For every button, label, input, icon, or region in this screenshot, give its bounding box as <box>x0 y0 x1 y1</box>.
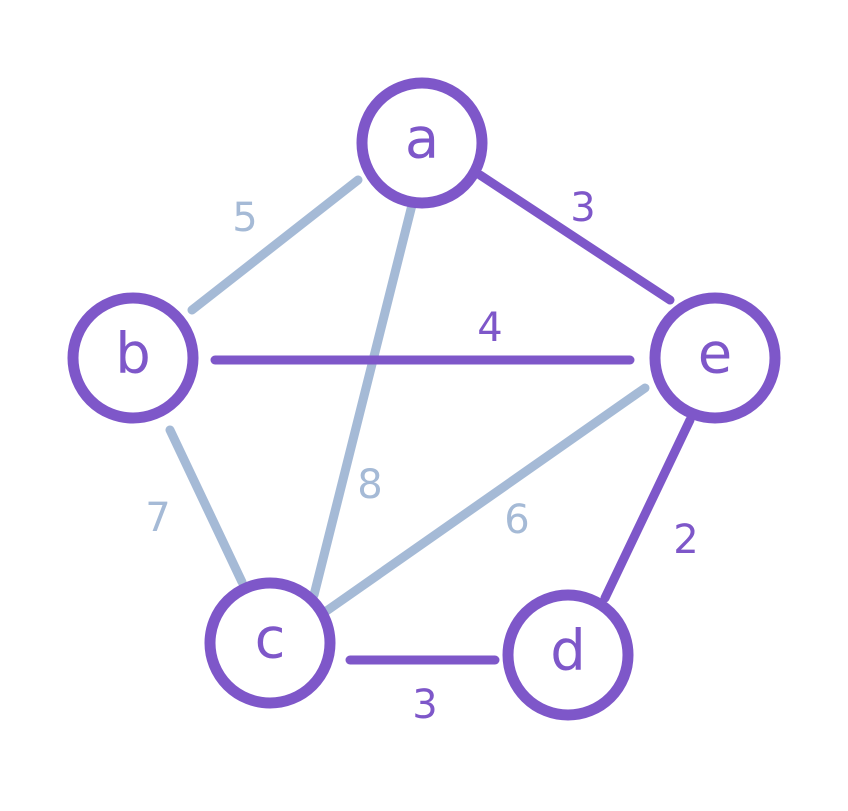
edge-b-c <box>165 425 247 587</box>
edge-a-e <box>475 170 675 305</box>
edge-a-b <box>187 175 363 315</box>
node-label-b: b <box>115 322 151 387</box>
edge-weight-e-d: 2 <box>673 517 698 563</box>
edge-weight-b-c: 7 <box>145 495 170 541</box>
node-e <box>649 292 781 424</box>
edge-weight-c-e: 6 <box>504 497 529 543</box>
node-d <box>502 589 634 721</box>
edge-e-d <box>600 415 695 603</box>
edge-weight-a-c: 8 <box>357 462 382 508</box>
edge-weight-b-e: 4 <box>477 305 502 351</box>
node-a <box>356 77 488 209</box>
node-label-d: d <box>550 619 586 684</box>
node-label-c: c <box>255 607 286 672</box>
node-label-a: a <box>405 107 439 172</box>
edge-c-e <box>320 383 650 617</box>
node-b <box>67 292 199 424</box>
edge-weight-a-b: 5 <box>232 195 257 241</box>
node-label-e: e <box>698 322 732 387</box>
edge-weight-c-d: 3 <box>412 682 437 728</box>
edge-weight-a-e: 3 <box>570 185 595 231</box>
edge-a-c <box>309 200 417 600</box>
node-c <box>204 577 336 709</box>
